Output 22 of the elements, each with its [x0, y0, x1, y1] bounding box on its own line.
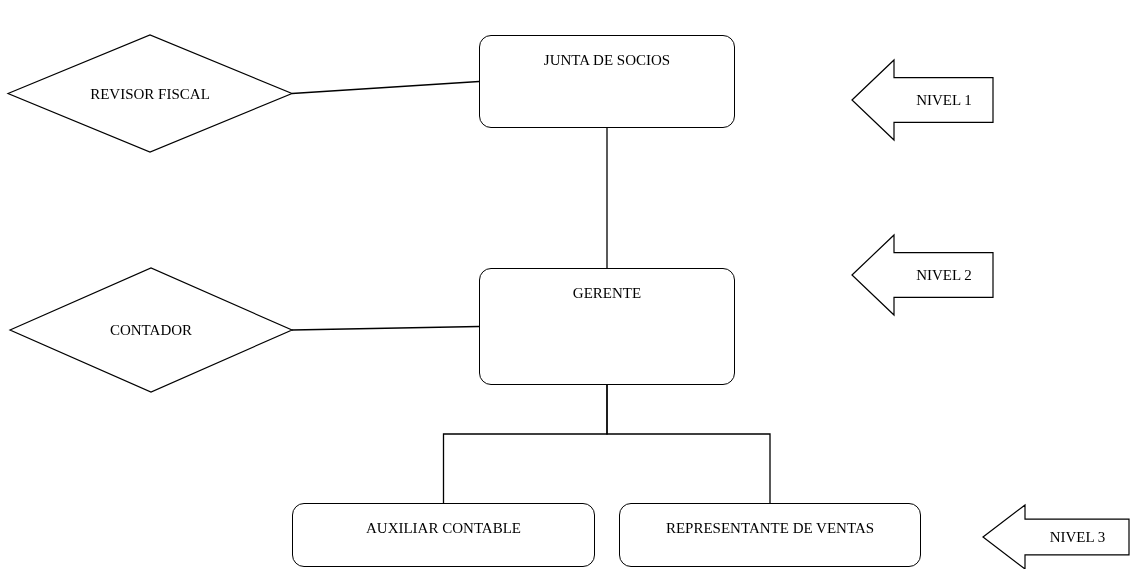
node-label: NIVEL 3 — [1049, 528, 1106, 547]
decision-diamond — [8, 35, 292, 152]
level-arrow-shape — [983, 505, 1130, 569]
connector-line — [291, 325, 480, 331]
connector-line — [606, 384, 771, 504]
level-arrow-shape — [852, 60, 994, 140]
node-label: JUNTA DE SOCIOS — [543, 51, 671, 70]
decision-diamond — [10, 268, 292, 392]
node-label: REPRESENTANTE DE VENTAS — [665, 519, 875, 538]
org-box — [619, 503, 921, 567]
node-label: AUXILIAR CONTABLE — [365, 519, 521, 538]
level-arrow-shape — [852, 235, 994, 315]
node-label: GERENTE — [572, 284, 642, 303]
connector-line — [606, 127, 608, 269]
org-box — [479, 35, 735, 128]
node-label: NIVEL 2 — [916, 266, 972, 285]
node-label: NIVEL 1 — [916, 91, 972, 110]
node-label: CONTADOR — [109, 321, 193, 340]
org-box — [479, 268, 735, 385]
node-label: REVISOR FISCAL — [90, 84, 210, 104]
org-box — [292, 503, 595, 567]
connector-line — [291, 80, 480, 95]
